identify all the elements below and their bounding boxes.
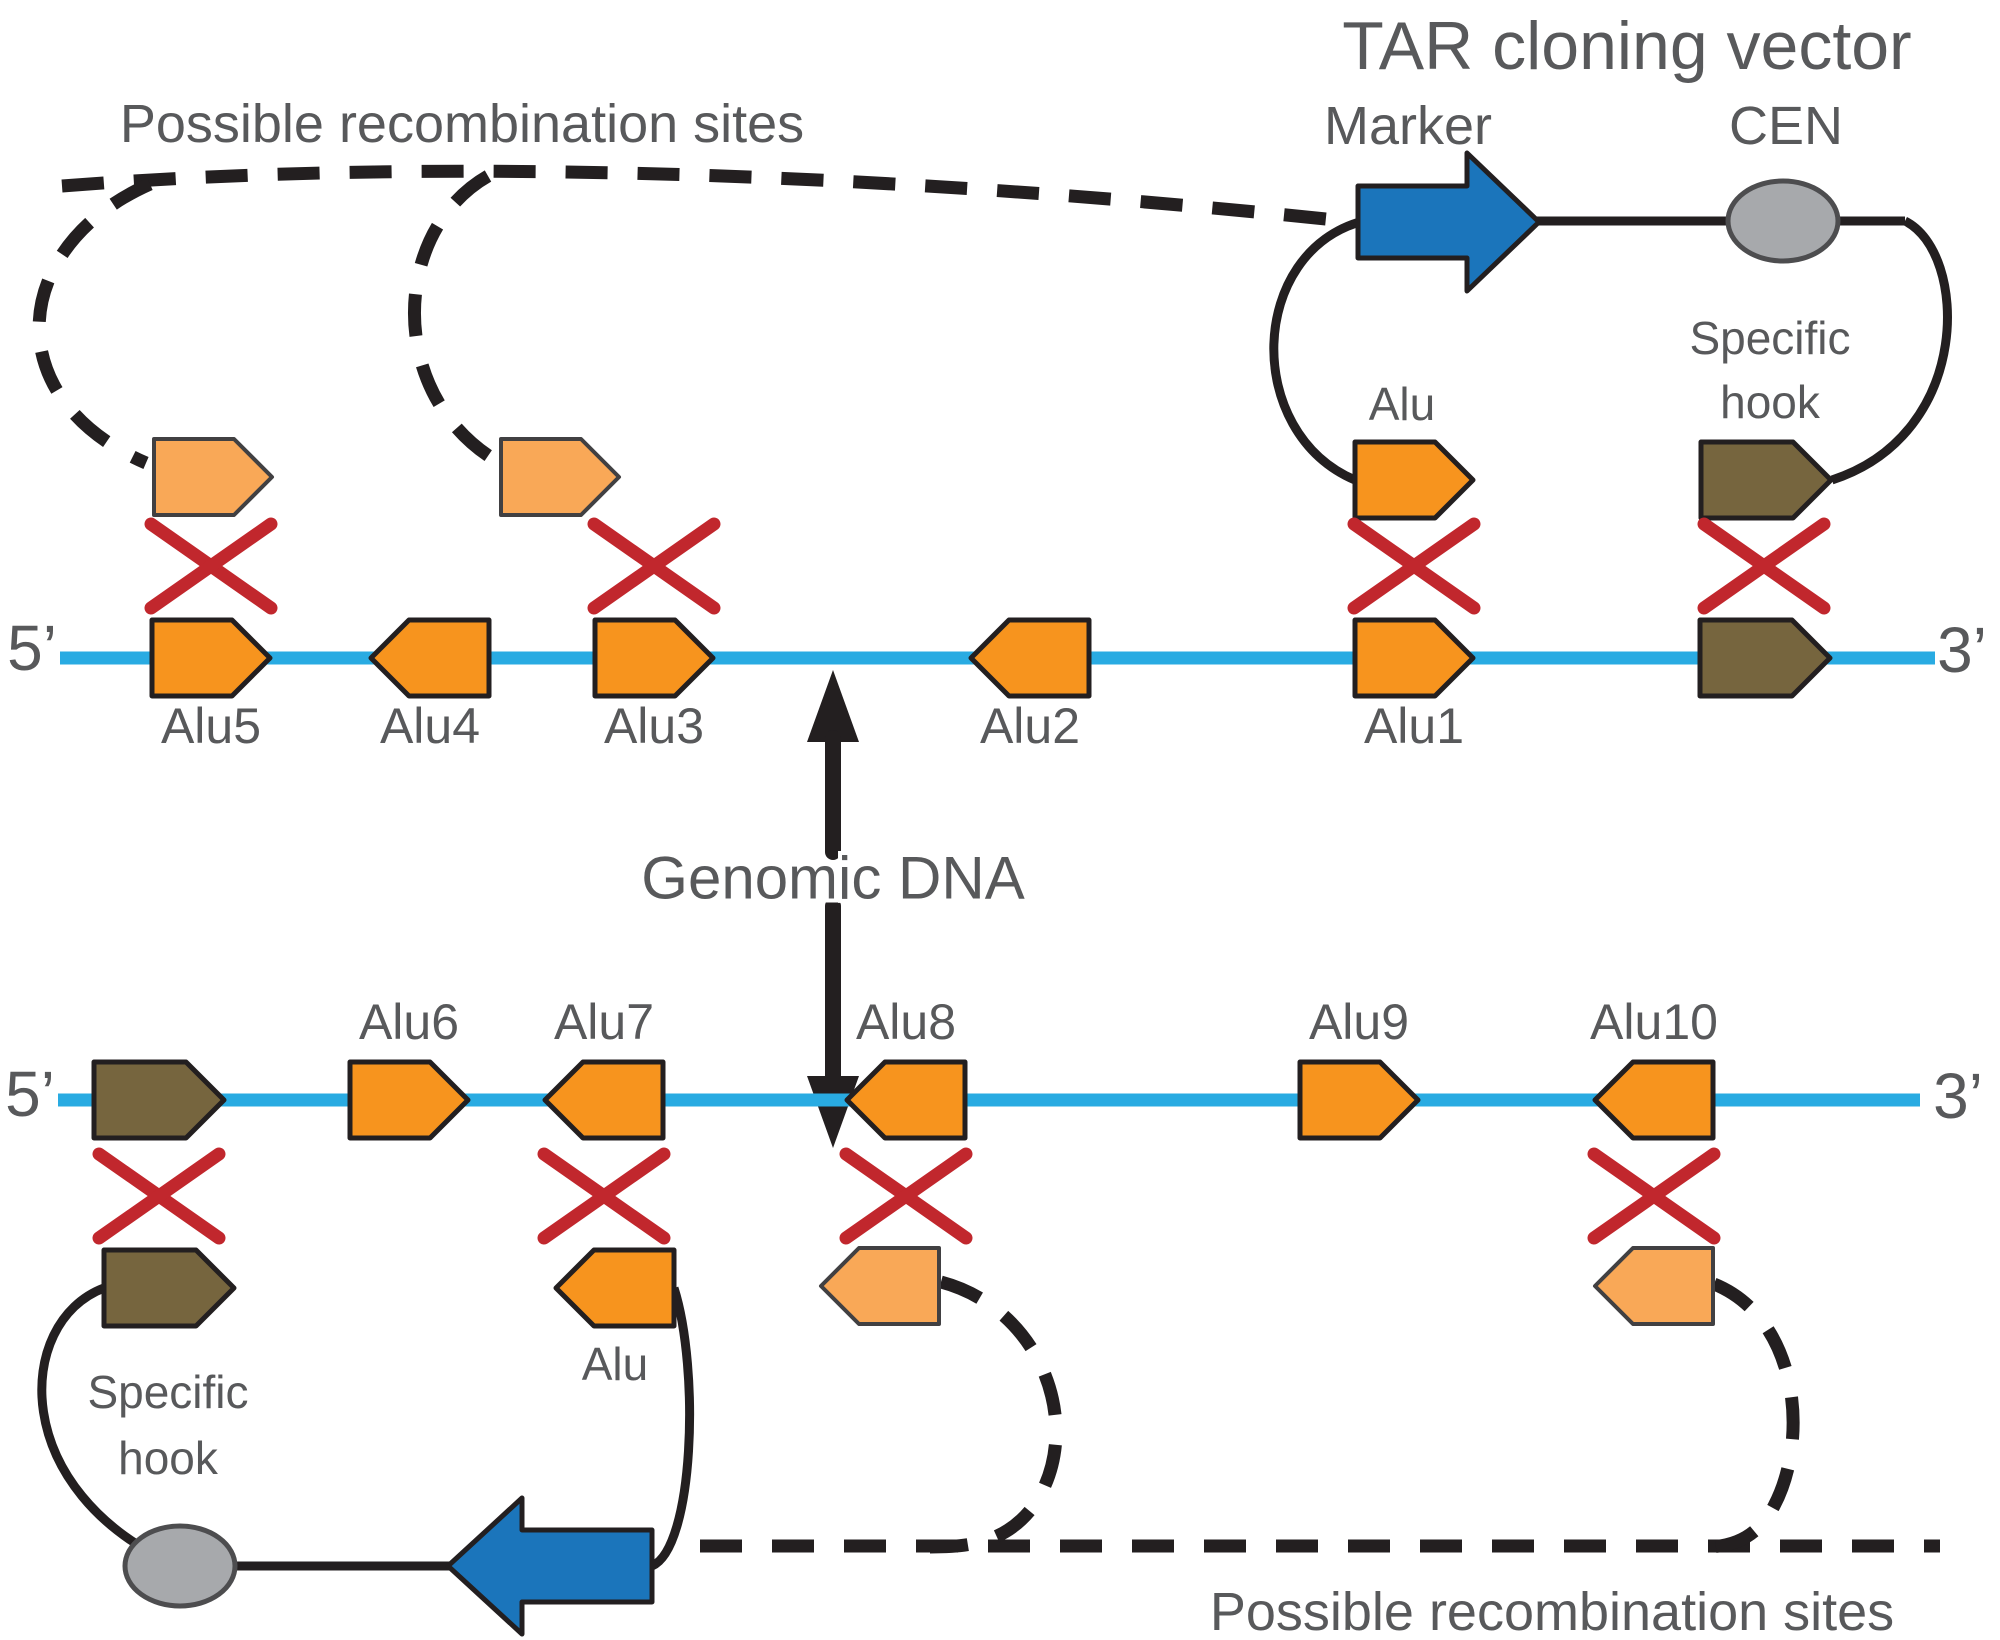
x-mark-alu10 — [1587, 1147, 1721, 1245]
alu10-arrow — [1592, 1059, 1716, 1141]
x-stroke — [1347, 517, 1481, 615]
alu7-label: Alu7 — [554, 994, 654, 1050]
alu5-arrow — [149, 617, 273, 699]
alu7-arrow — [542, 1059, 666, 1141]
alu6-arrow — [347, 1059, 471, 1141]
alu2-label: Alu2 — [980, 698, 1080, 754]
vector-bottom-alu-arrow — [553, 1247, 677, 1329]
alu9-label: Alu9 — [1309, 994, 1409, 1050]
x-mark-alu8 — [839, 1147, 973, 1245]
x-mark-alu1 — [1347, 517, 1481, 615]
cen-ellipse-bottom — [122, 1523, 238, 1609]
ghost-arrows-bottom — [819, 1246, 1715, 1326]
ghost-alu-arrow-left — [152, 437, 274, 517]
specific-hook-top-label-line1: Specific — [1689, 312, 1850, 364]
possible-recombination-paths-bottom — [700, 1275, 1940, 1554]
alu9-arrow — [1297, 1059, 1421, 1141]
vector-bottom-backbone-left — [37, 1283, 180, 1571]
blocked-recombination-marks-bottom — [92, 1147, 1721, 1245]
alu8-arrow — [844, 1059, 968, 1141]
strand1-five-prime-label: 5’ — [7, 612, 57, 684]
alu5-label: Alu5 — [161, 698, 261, 754]
strand2-three-prime-label: 3’ — [1933, 1060, 1983, 1132]
strand2-hook-arrow — [91, 1059, 227, 1141]
strand1-hook-arrow — [1697, 617, 1833, 699]
specific-hook-bottom-label-line2: hook — [118, 1432, 219, 1484]
marker-label: Marker — [1324, 96, 1492, 156]
vector-bottom-hook-arrow — [101, 1247, 237, 1329]
marker-arrow-bottom — [445, 1495, 655, 1637]
possible-recombination-sites-bottom-label: Possible recombination sites — [1210, 1582, 1894, 1640]
vector-bottom-backbone-right — [649, 1286, 695, 1571]
vector-top-alu-label: Alu — [1369, 378, 1435, 430]
dashed-loop-bottom-right — [1703, 1277, 1800, 1554]
x-stroke — [1587, 1147, 1721, 1245]
x-stroke — [92, 1147, 226, 1245]
x-mark-alu3 — [587, 517, 721, 615]
x-mark-alu7 — [537, 1147, 671, 1245]
dashed-loop-bottom-mid — [929, 1275, 1063, 1554]
x-mark-strand2-hook — [92, 1147, 226, 1245]
dashed-connector-top — [61, 164, 1346, 228]
alu2-arrow — [968, 617, 1092, 699]
dashed-loop-top-left — [32, 178, 153, 469]
x-stroke — [1697, 517, 1831, 615]
vector-top-backbone-right — [1830, 216, 1952, 485]
vector-bottom-alu-label: Alu — [582, 1338, 648, 1390]
strand1-three-prime-label: 3’ — [1937, 614, 1987, 686]
marker-arrow — [1355, 150, 1542, 294]
x-mark-strand1-hook — [1697, 517, 1831, 615]
alu1-arrow — [1352, 617, 1476, 699]
ghost-alu-arrow-mid — [499, 437, 621, 517]
x-stroke — [839, 1147, 973, 1245]
specific-hook-bottom-label-line1: Specific — [87, 1366, 248, 1418]
x-stroke — [537, 1147, 671, 1245]
possible-recombination-paths-top — [32, 164, 1346, 469]
cen-label: CEN — [1729, 96, 1843, 156]
blocked-recombination-marks-top — [144, 517, 1831, 615]
alu4-label: Alu4 — [380, 698, 480, 754]
genomic-dna-label: Genomic DNA — [641, 845, 1024, 912]
genomic-strand-1 — [60, 617, 1935, 699]
up-arrowhead-icon — [807, 670, 859, 742]
cen-ellipse — [1725, 178, 1841, 264]
x-stroke — [144, 517, 278, 615]
dashed-loop-top-mid — [408, 170, 504, 469]
alu4-arrow — [368, 617, 492, 699]
x-stroke — [587, 517, 721, 615]
alu3-label: Alu3 — [604, 698, 704, 754]
vector-top-alu-arrow — [1352, 439, 1476, 521]
possible-recombination-sites-top-label: Possible recombination sites — [120, 94, 804, 154]
alu1-label: Alu1 — [1364, 698, 1464, 754]
alu3-arrow — [592, 617, 716, 699]
alu10-label: Alu10 — [1590, 994, 1718, 1050]
specific-hook-top-label-line2: hook — [1720, 376, 1821, 428]
diagram-title: TAR cloning vector — [1342, 8, 1911, 84]
strand2-five-prime-label: 5’ — [5, 1058, 55, 1130]
down-arrowhead-icon — [807, 1076, 859, 1148]
ghost-alu-arrow-bottom-mid — [819, 1246, 941, 1326]
vector-top-backbone-left — [1269, 216, 1365, 485]
tar-vector-bottom — [37, 1247, 695, 1637]
vector-top-hook-arrow — [1698, 439, 1834, 521]
labels: TAR cloning vector Possible recombinatio… — [1, 4, 1991, 1640]
ghost-alu-arrow-bottom-right — [1593, 1246, 1715, 1326]
alu8-label: Alu8 — [856, 994, 956, 1050]
tar-vector-top — [1269, 150, 1952, 521]
x-mark-alu5 — [144, 517, 278, 615]
genomic-strand-2 — [58, 1059, 1920, 1141]
alu6-label: Alu6 — [359, 994, 459, 1050]
ghost-arrows-top — [152, 437, 621, 517]
